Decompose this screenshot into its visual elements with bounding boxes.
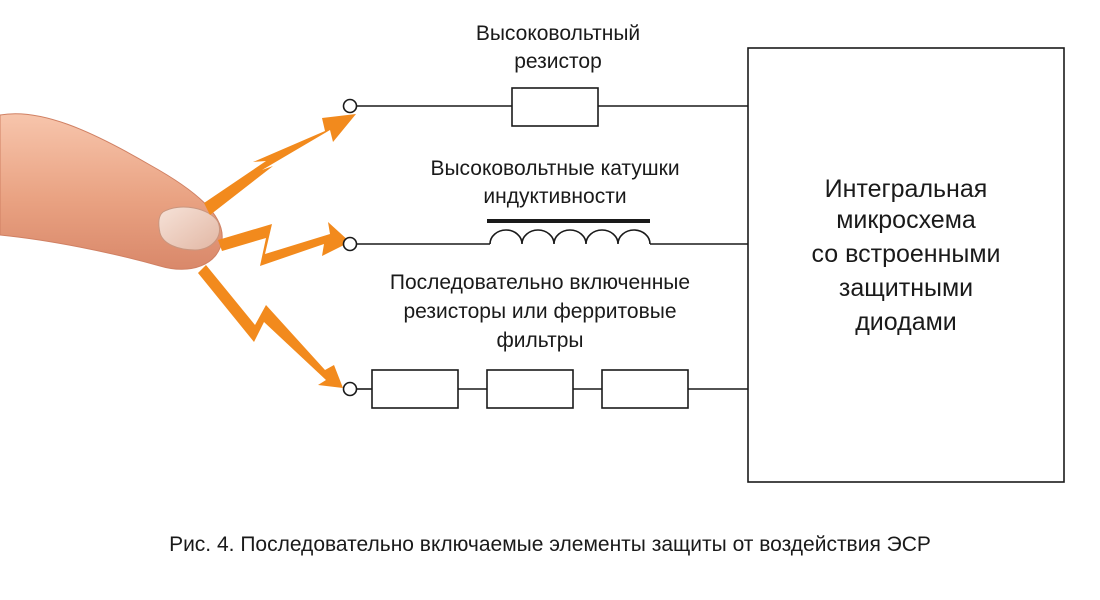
ic-label-line3: со встроенными	[811, 240, 1000, 268]
resistor-label-line1: Высоковольтный	[476, 22, 640, 45]
series-resistor-2	[486, 369, 574, 409]
esd-bolt-top	[204, 114, 356, 215]
inductor-label-line1: Высоковольтные катушки	[430, 157, 679, 180]
esd-bolt-bottom	[198, 265, 343, 388]
inductor-label-line2: индуктивности	[483, 185, 626, 208]
integrated-circuit-box	[747, 47, 1065, 483]
series-filters-branch	[342, 369, 748, 409]
terminal-bottom	[342, 381, 358, 397]
resistor-label-line2: резистор	[514, 50, 602, 73]
series-label-line3: фильтры	[497, 329, 584, 352]
series-label-line2: резисторы или ферритовые	[403, 300, 676, 323]
inductor-branch	[342, 219, 748, 252]
ic-label-line1: Интегральная	[825, 175, 988, 203]
terminal-top	[342, 98, 358, 114]
terminal-middle	[342, 236, 358, 252]
esd-bolt-middle	[218, 222, 350, 266]
resistor-branch	[342, 87, 748, 127]
ic-label-line4: защитными	[839, 274, 973, 302]
figure-caption: Рис. 4. Последовательно включаемые элеме…	[169, 533, 931, 556]
high-voltage-resistor	[511, 87, 599, 127]
ic-label-line2: микросхема	[836, 206, 976, 234]
series-resistor-3	[601, 369, 689, 409]
series-label-line1: Последовательно включенные	[390, 271, 690, 294]
high-voltage-inductor	[487, 219, 651, 245]
series-resistor-1	[371, 369, 459, 409]
fingernail	[158, 206, 220, 251]
ic-label-line5: диодами	[855, 308, 957, 336]
finger-illustration	[0, 113, 223, 270]
